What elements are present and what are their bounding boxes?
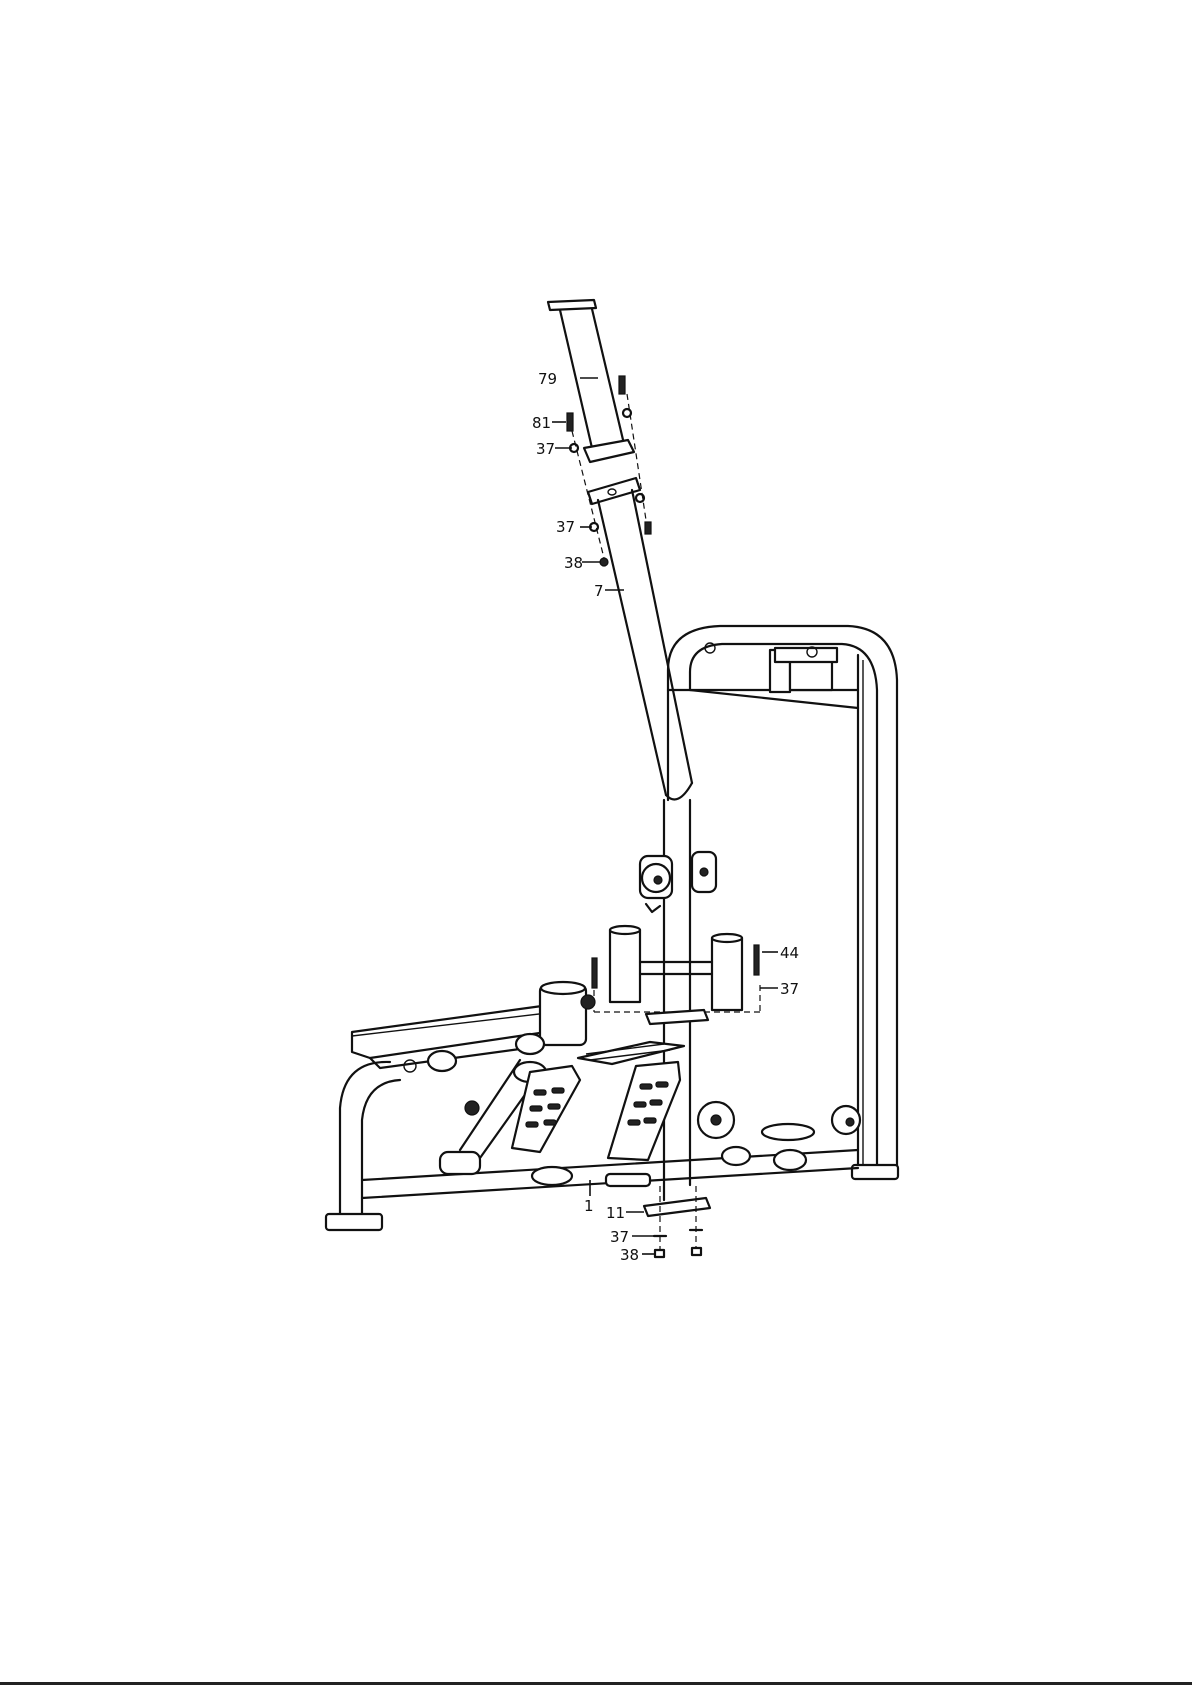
callout-44: 44: [780, 944, 799, 962]
upper-hardware: [567, 376, 651, 566]
callout-79: 79: [538, 370, 557, 388]
callout-37-mid: 37: [556, 518, 575, 536]
callout-1: 1: [584, 1197, 594, 1215]
callout-81: 81: [532, 414, 551, 432]
callout-38-upper: 38: [564, 554, 583, 572]
foot-pads: [512, 1042, 684, 1160]
lower-hardware: [644, 1186, 710, 1257]
callout-38-lower: 38: [620, 1246, 639, 1264]
seat-assembly: [352, 982, 595, 1072]
callout-7: 7: [594, 582, 604, 600]
callout-37-side: 37: [780, 980, 799, 998]
rear-frame: [668, 626, 898, 1179]
callout-labels: 79 81 37 37 38 7 44 37 1 11 37 38: [532, 370, 799, 1264]
callout-37-lower: 37: [610, 1228, 629, 1246]
roller-holders: [592, 926, 760, 1012]
callout-11: 11: [606, 1204, 625, 1222]
pulleys: [640, 852, 716, 912]
callout-37-upper: 37: [536, 440, 555, 458]
